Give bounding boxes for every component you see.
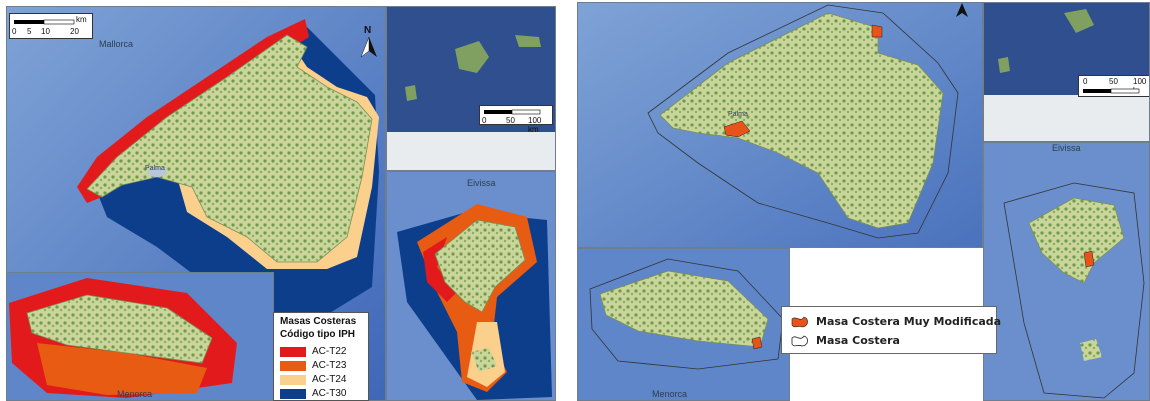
right-mallorca-svg: [578, 3, 982, 247]
eivissa-island: [434, 219, 526, 313]
masa-costera-outline: [589, 258, 784, 370]
legend-swatch: [280, 389, 306, 399]
right-overview-svg: [984, 3, 1149, 141]
left-eivissa-inset[interactable]: Eivissa: [386, 171, 556, 401]
legend-label: AC-T23: [312, 360, 347, 371]
right-menorca-svg: [578, 249, 789, 400]
masa-muy-modificada-mao: [751, 336, 763, 350]
mallorca-island: [659, 12, 944, 229]
eivissa-island: [1028, 197, 1125, 284]
masa-costera-outline: [647, 4, 959, 239]
formentera-island: [1080, 339, 1102, 361]
scalebar-tick: 10: [41, 27, 50, 36]
mallorca-island: [86, 34, 373, 263]
masa-muy-modificada-alcudia: [871, 24, 883, 38]
legend-swatch: [280, 361, 306, 371]
menorca-island: [26, 294, 213, 364]
label-eivissa: Eivissa: [1052, 143, 1081, 153]
inset-scalebar: 0 50 100 km: [479, 105, 553, 134]
scalebar-tick: 5: [27, 27, 32, 36]
right-mallorca-map[interactable]: Palma: [577, 2, 983, 248]
legend-swatch: [791, 335, 808, 347]
left-overview-inset[interactable]: 0 50 100 km: [386, 6, 556, 171]
legend-label: AC-T24: [312, 374, 347, 385]
label-palma: Palma: [728, 111, 748, 118]
label-mallorca: Mallorca: [99, 39, 134, 49]
legend-masas: Masa Costera Muy Modificada Masa Costera: [781, 306, 1001, 354]
scalebar: km 0 5 10 20: [9, 13, 93, 39]
inset-scalebar: 0 50 100 k: [1078, 75, 1149, 97]
left-eivissa-svg: [387, 172, 555, 400]
right-eivissa-inset[interactable]: Eivissa: [983, 142, 1150, 401]
overview-menorca: [515, 35, 541, 47]
legend-swatch: [280, 347, 306, 357]
north-arrow: [956, 3, 968, 17]
right-menorca-inset[interactable]: Menorca: [577, 248, 790, 401]
label-menorca: Menorca: [652, 389, 688, 399]
overview-eivissa: [405, 85, 417, 101]
overview-mallorca: [1064, 9, 1094, 33]
formentera-island: [471, 348, 497, 372]
inset-scalebar-tick: 100 km: [528, 116, 542, 134]
legend-swatch: [791, 316, 808, 328]
scalebar-tick: 0: [12, 27, 17, 36]
left-overview-svg: [387, 7, 555, 170]
zone-ac-t23: [37, 343, 207, 395]
left-menorca-inset[interactable]: Menorca: [6, 272, 274, 401]
legend-label: Masa Costera Muy Modificada: [816, 315, 1002, 328]
masa-muy-modificada-eivissa: [1083, 250, 1095, 268]
legend-label: Masa Costera: [816, 334, 900, 347]
legend-swatch: [280, 375, 306, 385]
inset-scalebar-tick: 0: [482, 116, 487, 125]
legend-masas-costeras: Masas Costeras Código tipo IPH AC-T22 AC…: [273, 312, 369, 401]
label-eivissa: Eivissa: [467, 178, 496, 188]
inset-scalebar-tick: 0: [1083, 77, 1088, 86]
masa-costera-outline: [1003, 182, 1145, 399]
legend-title: Masas Costeras: [280, 316, 357, 327]
label-palma: Palma: [145, 165, 165, 172]
inset-scalebar-tick: 50: [1109, 77, 1118, 86]
scalebar-tick: 20: [70, 27, 79, 36]
right-overview-inset[interactable]: 0 50 100 k: [983, 2, 1150, 142]
legend-label: AC-T22: [312, 346, 347, 357]
overview-mallorca: [455, 41, 489, 73]
overview-eivissa: [998, 57, 1010, 73]
inset-scalebar-tick: 50: [506, 116, 515, 125]
masa-muy-modificada-palma: [723, 120, 751, 138]
right-eivissa-svg: [984, 143, 1149, 400]
legend-subtitle: Código tipo IPH: [280, 329, 355, 340]
north-label: N: [364, 25, 372, 36]
north-arrow: N: [359, 25, 379, 58]
left-menorca-svg: [7, 273, 273, 400]
palma-city: [147, 167, 167, 177]
legend-label: AC-T30: [312, 388, 347, 399]
scalebar-unit: km: [76, 15, 87, 24]
label-menorca: Menorca: [117, 389, 153, 399]
